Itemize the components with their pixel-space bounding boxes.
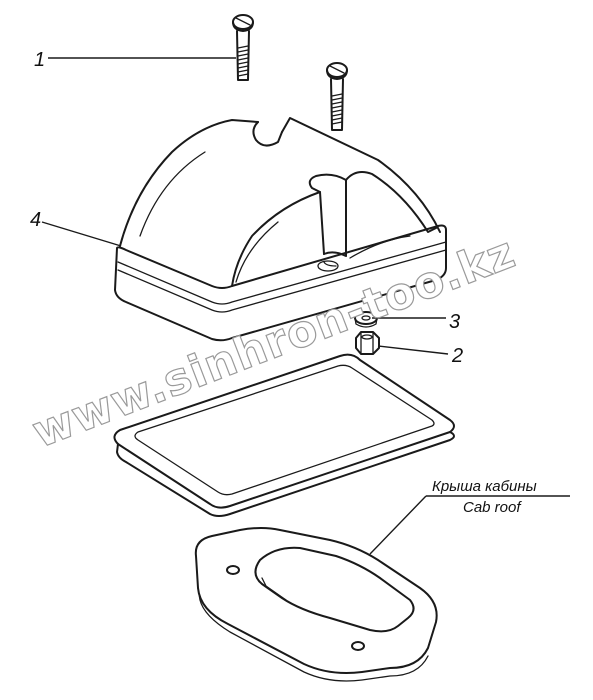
leader-caption-pointer (369, 495, 427, 555)
caption-ru: Крыша кабины (432, 478, 537, 495)
nut-part (355, 331, 380, 355)
screw-left (232, 14, 254, 81)
cab-roof-panel (194, 527, 438, 682)
callout-3: 3 (449, 311, 460, 333)
callout-4: 4 (30, 209, 41, 231)
screw-right (326, 62, 348, 131)
watermark-text: www.sinhron-too.kz (26, 227, 523, 458)
gasket-frame (113, 353, 455, 517)
caption-en: Cab roof (463, 499, 522, 516)
cover-housing (114, 117, 447, 342)
leader-4 (41, 221, 122, 247)
leader-2 (377, 345, 449, 355)
callout-2: 2 (451, 345, 463, 367)
callout-1: 1 (34, 49, 45, 71)
